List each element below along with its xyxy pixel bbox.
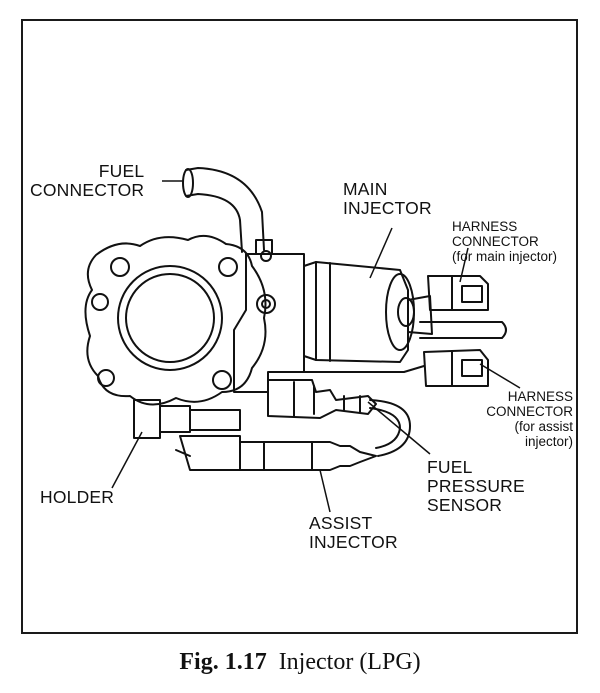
figure-caption: Fig. 1.17 Injector (LPG): [0, 649, 600, 676]
mounting-flange: [84, 234, 267, 406]
fuel-connector-pipe: [185, 167, 265, 253]
bolt-hole-top-left: [110, 257, 130, 277]
leader-assist-injector: [319, 469, 331, 513]
figure-title: Injector (LPG): [278, 649, 421, 675]
main-injector-cap: [385, 273, 415, 351]
label-holder: HOLDER: [40, 487, 115, 507]
bolt-hole-left: [91, 293, 109, 311]
fuel-connector-end: [182, 168, 194, 198]
body-bolt: [256, 294, 276, 314]
label-fuel-connector: FUEL CONNECTOR: [30, 161, 145, 200]
label-fuel-pressure-sensor: FUEL PRESSURE SENSOR: [427, 457, 525, 515]
label-harness-assist: HARNESS CONNECTOR (for assist injector): [486, 389, 573, 449]
leader-harness-assist: [479, 363, 521, 389]
holder: [133, 399, 161, 439]
bolt-hole-bottom-right: [212, 370, 232, 390]
leader-holder: [111, 431, 143, 489]
figure-frame: [21, 19, 578, 634]
label-harness-main: HARNESS CONNECTOR (for main injector): [452, 219, 558, 264]
harness-main-connector: [427, 275, 489, 311]
label-assist-injector: ASSIST INJECTOR: [309, 513, 398, 552]
assist-injector: [239, 441, 377, 471]
figure-number: Fig. 1.17: [179, 649, 267, 675]
leader-harness-main: [459, 247, 469, 283]
harness-assist-connector: [423, 349, 489, 387]
flange-bore: [117, 265, 223, 371]
leader-pressure-sensor: [367, 401, 431, 455]
bolt-hole-bottom-left: [97, 369, 115, 387]
injector-body: [233, 253, 305, 393]
bolt-hole-top-right: [218, 257, 238, 277]
label-main-injector: MAIN INJECTOR: [343, 179, 432, 218]
main-injector-body: [303, 261, 409, 363]
leader-main-injector: [369, 227, 393, 279]
